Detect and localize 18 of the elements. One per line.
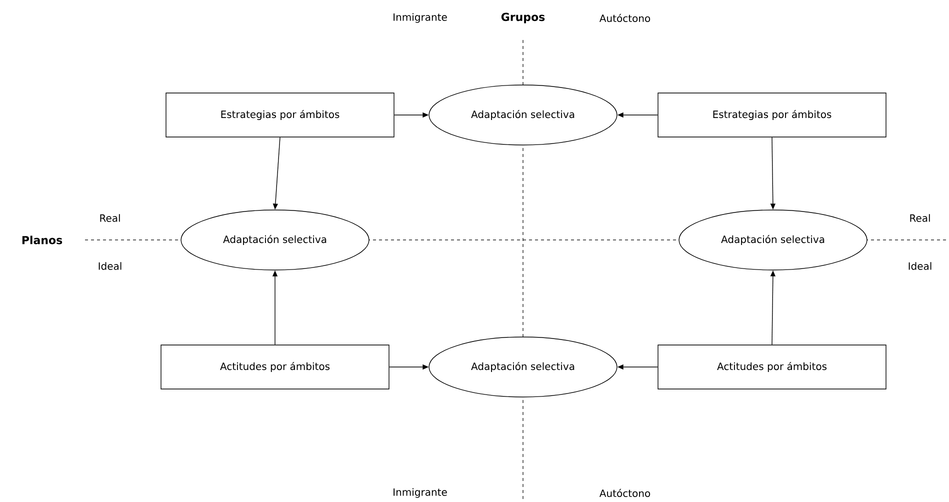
process-box: Actitudes por ámbitos (658, 344, 886, 390)
label: Ideal (906, 260, 934, 272)
label: Real (97, 212, 123, 224)
label: Autóctono (597, 12, 653, 24)
ellipse-node: Adaptación selectiva (678, 210, 868, 270)
label: Autóctono (597, 486, 653, 500)
ellipse-node: Adaptación selectiva (428, 84, 618, 146)
label: Real (907, 212, 933, 224)
process-box: Estrategias por ámbitos (658, 92, 886, 138)
process-box: Estrategias por ámbitos (166, 92, 394, 138)
ellipse-node: Adaptación selectiva (428, 336, 618, 398)
label: Inmigrante (390, 11, 450, 25)
label: Inmigrante (390, 486, 450, 500)
side-heading: Planos (19, 234, 65, 246)
ellipse-node: Adaptación selectiva (180, 210, 370, 270)
label: Ideal (96, 260, 124, 272)
heading: Grupos (501, 12, 545, 24)
process-box: Actitudes por ámbitos (160, 344, 390, 390)
